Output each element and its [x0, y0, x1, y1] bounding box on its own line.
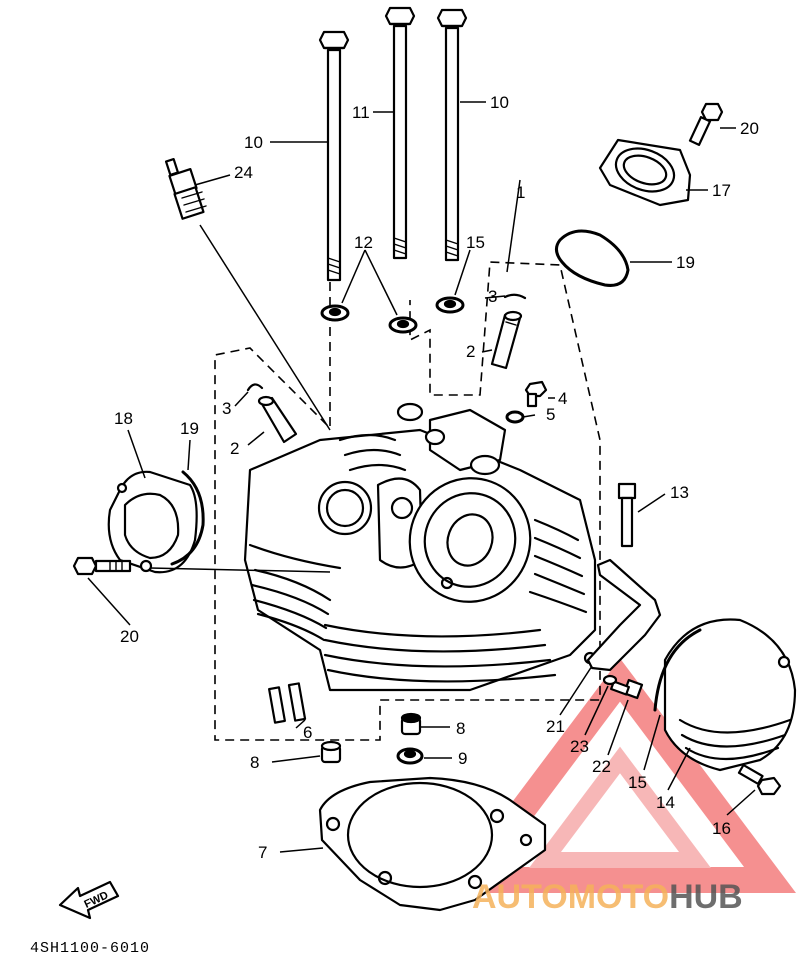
callout-3-left: 3	[222, 399, 231, 418]
callout-labels: 10 11 10 20 24 17 1 12 15 19 3 2 4 5 18 …	[114, 93, 759, 862]
cam-cover-gasket	[653, 628, 702, 712]
callout-13: 13	[670, 483, 689, 502]
callout-6: 6	[303, 723, 312, 742]
callout-2-right: 2	[466, 342, 475, 361]
leader-lines	[87, 101, 756, 853]
callout-8-upper: 8	[456, 719, 465, 738]
bolt-22	[610, 678, 644, 700]
callout-1: 1	[516, 183, 525, 202]
watermark-text-automoto: AUTOMOTO	[472, 878, 669, 916]
washer-15-top	[435, 296, 465, 314]
callout-2-left: 2	[230, 439, 239, 458]
o-ring-19-top	[555, 229, 630, 287]
fwd-arrow	[58, 880, 120, 920]
callout-9: 9	[458, 749, 467, 768]
callout-15-top: 15	[466, 233, 485, 252]
side-cover-left	[107, 470, 198, 574]
callout-4: 4	[558, 389, 567, 408]
washer-12-left	[320, 304, 350, 322]
stud-bolt-center	[384, 6, 416, 260]
callout-19-left: 19	[180, 419, 199, 438]
callout-15-bottom: 15	[628, 773, 647, 792]
dowel-8-lower	[320, 740, 342, 764]
part-code: 4SH1100-6010	[30, 940, 150, 957]
washer-9	[396, 747, 424, 765]
bolt-4	[524, 380, 548, 408]
callout-12: 12	[354, 233, 373, 252]
callout-24: 24	[234, 163, 253, 182]
callout-20-left: 20	[120, 627, 139, 646]
o-ring-19-left	[170, 470, 205, 566]
callout-18: 18	[114, 409, 133, 428]
bolt-20-intake	[688, 102, 724, 146]
valve-guide-left	[257, 395, 298, 444]
bolt-13	[617, 482, 637, 548]
callout-5: 5	[546, 405, 555, 424]
washer-5	[505, 410, 525, 424]
circlip-right	[503, 293, 527, 300]
callout-22: 22	[592, 757, 611, 776]
bolt-16	[737, 763, 782, 796]
cam-cover	[663, 618, 797, 772]
stud-bolt-left	[318, 30, 350, 282]
callout-19-top: 19	[676, 253, 695, 272]
watermark-logo	[444, 658, 796, 893]
bolt-20-side	[72, 556, 132, 576]
watermark-text-hub: HUB	[669, 878, 743, 916]
callout-8-lower: 8	[250, 753, 259, 772]
callout-10-right: 10	[490, 93, 509, 112]
callout-7: 7	[258, 843, 267, 862]
callout-14: 14	[656, 793, 675, 812]
circlip-left	[246, 383, 264, 392]
watermark-text: AUTOMOTOHUB	[472, 878, 743, 916]
callout-16: 16	[712, 819, 731, 838]
head-gasket	[318, 776, 547, 912]
callout-10-left: 10	[244, 133, 263, 152]
washer-23	[602, 674, 618, 686]
bracket-21	[586, 558, 662, 672]
washer-12-right	[388, 316, 418, 334]
valve-guide-right	[490, 310, 523, 370]
callout-17: 17	[712, 181, 731, 200]
callout-3-right: 3	[488, 287, 497, 306]
dowel-pins	[268, 682, 307, 724]
callout-23: 23	[570, 737, 589, 756]
intake-joint	[598, 138, 692, 207]
cylinder-head	[243, 402, 597, 692]
dowel-8-upper	[400, 712, 422, 736]
callout-20-top: 20	[740, 119, 759, 138]
stud-bolt-right	[436, 8, 468, 262]
callout-11: 11	[352, 103, 370, 122]
spark-plug	[164, 158, 207, 220]
callout-21: 21	[546, 717, 565, 736]
